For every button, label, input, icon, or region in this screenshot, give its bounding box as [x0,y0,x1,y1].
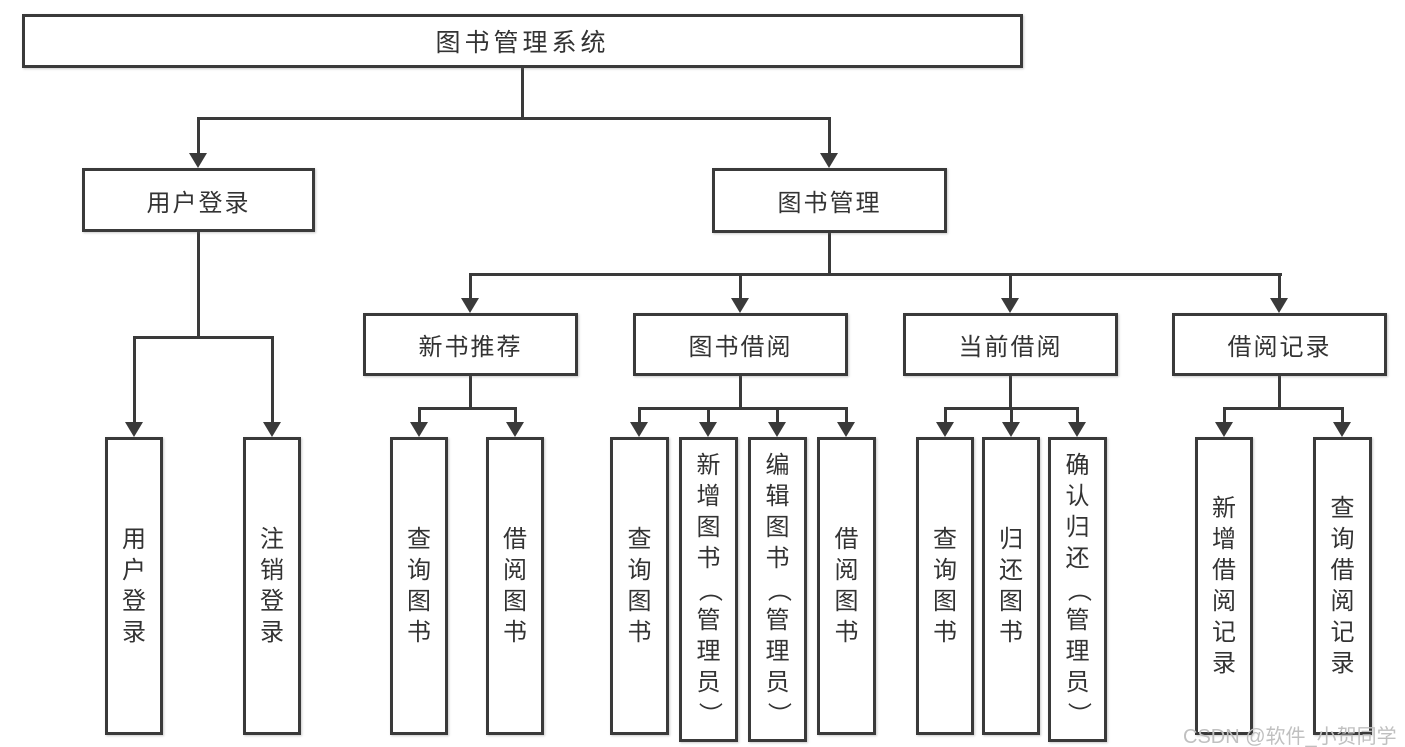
leaf-borrowing-query-books-label: 查询图书 [627,525,652,646]
leaf-borrowing-borrow-books: 借阅图书 [817,437,876,735]
connector-line [133,336,136,424]
node-new-book-recommend-label: 新书推荐 [418,334,523,361]
arrowhead-down-icon [820,153,838,168]
arrowhead-down-icon [410,422,428,437]
csdn-watermark: CSDN @软件_小贺同学 [1183,726,1397,747]
leaf-newbook-borrow-books: 借阅图书 [486,437,544,735]
connector-line [1076,407,1079,424]
node-user-login-label: 用户登录 [146,189,251,217]
leaf-records-query-record-label: 查询借阅记录 [1330,494,1355,677]
connector-line [707,407,710,424]
connector-line [1009,376,1012,407]
connector-line [469,376,472,407]
node-user-login: 用户登录 [82,168,315,232]
connector-line [828,117,831,155]
connector-line [1278,273,1281,300]
connector-line [638,407,848,410]
leaf-borrowing-add-books-admin: 新增图书（管理员） [679,437,738,742]
leaf-borrowing-borrow-books-label: 借阅图书 [834,525,859,646]
node-library-system-label: 图书管理系统 [435,29,610,57]
connector-line [418,407,516,410]
connector-line [521,68,524,117]
leaf-current-query-books-label: 查询图书 [933,525,957,646]
node-book-borrowing: 图书借阅 [633,313,848,376]
leaf-newbook-query-books: 查询图书 [390,437,448,735]
arrowhead-down-icon [1333,422,1351,437]
connector-line [739,376,742,407]
leaf-current-confirm-return-admin-label: 确认归还（管理员） [1064,451,1092,726]
arrowhead-down-icon [263,422,281,437]
leaf-borrowing-edit-books-admin: 编辑图书（管理员） [748,437,807,742]
leaf-newbook-borrow-books-label: 借阅图书 [503,525,527,646]
arrowhead-down-icon [1068,422,1086,437]
arrowhead-down-icon [1215,422,1233,437]
arrowhead-down-icon [768,422,786,437]
connector-line [845,407,848,424]
connector-line [1009,273,1012,300]
leaf-current-query-books: 查询图书 [916,437,974,735]
leaf-logout-label: 注销登录 [260,525,284,646]
arrowhead-down-icon [461,298,479,313]
leaf-records-add-record-label: 新增借阅记录 [1212,494,1236,677]
connector-line [638,407,641,424]
arrowhead-down-icon [936,422,954,437]
leaf-records-add-record: 新增借阅记录 [1195,437,1253,735]
arrowhead-down-icon [189,153,207,168]
leaf-current-return-books-label: 归还图书 [999,525,1023,646]
connector-line [1223,407,1344,410]
arrowhead-down-icon [731,298,749,313]
leaf-current-confirm-return-admin: 确认归还（管理员） [1048,437,1107,742]
connector-line [271,336,274,424]
arrowhead-down-icon [1001,298,1019,313]
leaf-borrowing-query-books: 查询图书 [610,437,669,735]
connector-line [469,273,472,300]
connector-line [418,407,421,424]
node-library-system: 图书管理系统 [22,14,1023,68]
connector-line [469,273,1282,276]
arrowhead-down-icon [1002,422,1020,437]
leaf-newbook-query-books-label: 查询图书 [407,525,431,646]
arrowhead-down-icon [630,422,648,437]
connector-line [1341,407,1344,424]
leaf-records-query-record: 查询借阅记录 [1313,437,1372,735]
arrowhead-down-icon [699,422,717,437]
node-book-management: 图书管理 [712,168,947,233]
arrowhead-down-icon [125,422,143,437]
node-borrow-records-label: 借阅记录 [1227,334,1332,361]
node-current-borrowing: 当前借阅 [903,313,1118,376]
leaf-logout: 注销登录 [243,437,301,735]
node-new-book-recommend: 新书推荐 [363,313,578,376]
connector-line [1278,376,1281,407]
leaf-borrowing-add-books-admin-label: 新增图书（管理员） [695,451,723,726]
node-book-borrowing-label: 图书借阅 [688,334,793,361]
connector-line [197,117,200,155]
node-book-management-label: 图书管理 [777,190,882,217]
arrowhead-down-icon [837,422,855,437]
connector-line [944,407,947,424]
leaf-current-return-books: 归还图书 [982,437,1040,735]
arrowhead-down-icon [506,422,524,437]
connector-line [197,117,831,120]
arrowhead-down-icon [1270,298,1288,313]
leaf-user-login: 用户登录 [105,437,163,735]
node-current-borrowing-label: 当前借阅 [958,334,1063,361]
leaf-user-login-label: 用户登录 [122,525,146,646]
connector-line [739,273,742,300]
leaf-borrowing-edit-books-admin-label: 编辑图书（管理员） [764,451,792,726]
connector-line [828,233,831,273]
connector-line [133,336,274,339]
connector-line [197,232,200,336]
connector-line [776,407,779,424]
connector-line [514,407,517,424]
node-borrow-records: 借阅记录 [1172,313,1387,376]
connector-line [1010,407,1013,424]
connector-line [1223,407,1226,424]
